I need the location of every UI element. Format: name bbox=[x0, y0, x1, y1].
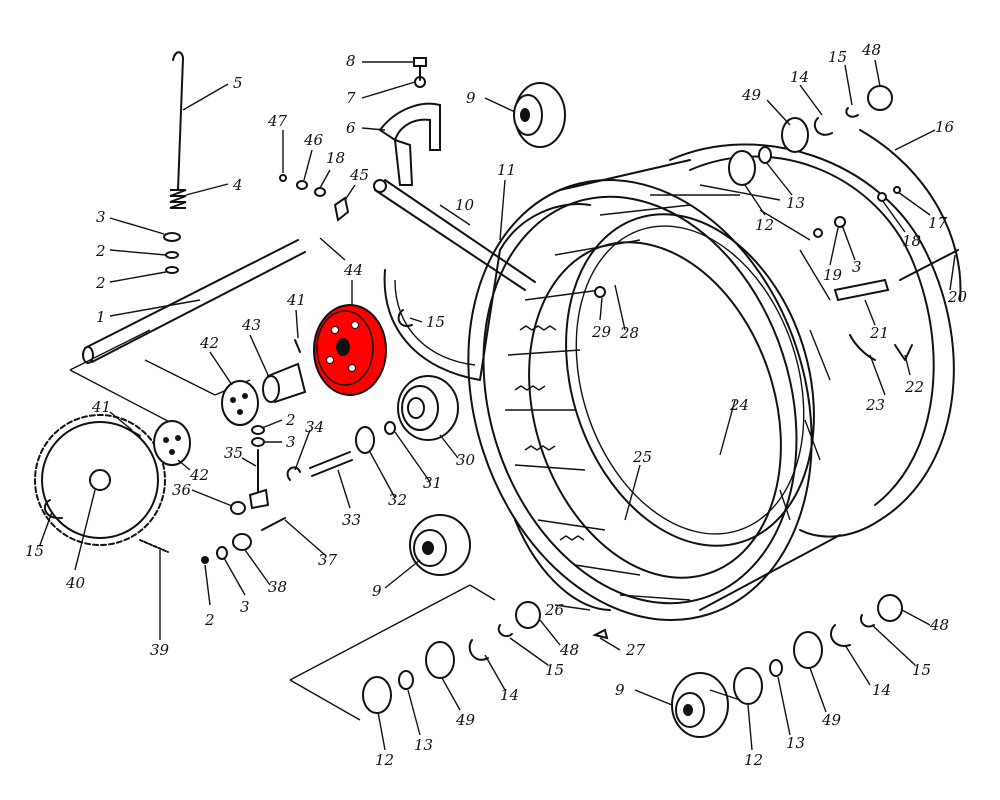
label-19: 19 bbox=[823, 266, 843, 284]
label-9: 9 bbox=[466, 89, 476, 107]
lever-rod-5 bbox=[163, 51, 187, 274]
label-15: 15 bbox=[426, 313, 445, 331]
label-24: 24 bbox=[729, 396, 749, 414]
label-29: 29 bbox=[591, 323, 612, 341]
label-46: 46 bbox=[303, 131, 324, 149]
shaft-33 bbox=[309, 421, 396, 477]
label-14: 14 bbox=[500, 686, 519, 704]
leader-lines bbox=[39, 59, 956, 751]
label-2: 2 bbox=[95, 274, 106, 292]
label-40: 40 bbox=[65, 574, 86, 592]
label-42: 42 bbox=[189, 466, 209, 484]
label-33: 33 bbox=[342, 511, 361, 529]
label-34: 34 bbox=[305, 418, 324, 436]
label-13: 13 bbox=[786, 194, 805, 212]
label-20: 20 bbox=[947, 288, 968, 306]
label-18: 18 bbox=[902, 232, 921, 250]
label-7: 7 bbox=[346, 89, 356, 107]
label-18: 18 bbox=[326, 149, 345, 167]
label-48: 48 bbox=[559, 641, 579, 659]
label-2: 2 bbox=[95, 242, 106, 260]
label-17: 17 bbox=[928, 214, 948, 232]
label-10: 10 bbox=[455, 196, 475, 214]
label-9: 9 bbox=[372, 582, 382, 600]
label-4: 4 bbox=[232, 176, 243, 194]
label-5: 5 bbox=[233, 74, 243, 92]
fork-6 bbox=[378, 57, 441, 186]
label-49: 49 bbox=[455, 711, 476, 729]
label-6: 6 bbox=[346, 119, 356, 137]
label-27: 27 bbox=[625, 641, 646, 659]
label-32: 32 bbox=[388, 491, 407, 509]
pulley-9-bottom bbox=[671, 672, 729, 738]
label-49: 49 bbox=[821, 711, 842, 729]
label-3: 3 bbox=[286, 433, 296, 451]
label-48: 48 bbox=[861, 41, 881, 59]
label-13: 13 bbox=[786, 734, 805, 752]
label-16: 16 bbox=[935, 118, 955, 136]
bearing-42 bbox=[153, 380, 259, 466]
label-15: 15 bbox=[25, 542, 44, 560]
bearing-row-right bbox=[709, 594, 903, 705]
label-39: 39 bbox=[150, 641, 170, 659]
label-38: 38 bbox=[268, 578, 287, 596]
pulley-30 bbox=[397, 375, 459, 441]
label-12: 12 bbox=[755, 216, 774, 234]
label-47: 47 bbox=[267, 112, 288, 130]
label-45: 45 bbox=[349, 166, 369, 184]
bracket-guides bbox=[69, 237, 496, 721]
label-35: 35 bbox=[224, 444, 243, 462]
label-15: 15 bbox=[545, 661, 564, 679]
sleeve-43 bbox=[262, 362, 307, 404]
shaft-1 bbox=[82, 239, 306, 364]
label-36: 36 bbox=[172, 481, 192, 499]
drum-housing bbox=[383, 129, 962, 621]
label-41: 41 bbox=[91, 398, 111, 416]
label-23: 23 bbox=[865, 396, 885, 414]
label-2: 2 bbox=[204, 611, 215, 629]
label-21: 21 bbox=[869, 324, 889, 342]
label-3: 3 bbox=[240, 598, 250, 616]
label-25: 25 bbox=[632, 448, 652, 466]
label-11: 11 bbox=[497, 161, 516, 179]
label-1: 1 bbox=[96, 308, 106, 326]
label-44: 44 bbox=[343, 261, 363, 279]
pulley-9-top bbox=[513, 82, 566, 148]
sprocket-40 bbox=[34, 414, 166, 546]
label-37: 37 bbox=[318, 551, 338, 569]
small-parts bbox=[43, 174, 609, 640]
label-9: 9 bbox=[615, 681, 625, 699]
label-22: 22 bbox=[904, 378, 924, 396]
pulley-44-highlighted[interactable] bbox=[313, 304, 387, 396]
label-49: 49 bbox=[741, 86, 762, 104]
label-41: 41 bbox=[286, 291, 306, 309]
label-48: 48 bbox=[929, 616, 949, 634]
label-14: 14 bbox=[790, 68, 809, 86]
label-12: 12 bbox=[375, 751, 394, 769]
label-43: 43 bbox=[241, 316, 261, 334]
shaft-10 bbox=[373, 179, 536, 291]
label-15: 15 bbox=[828, 48, 847, 66]
label-28: 28 bbox=[619, 324, 639, 342]
label-12: 12 bbox=[744, 751, 763, 769]
label-15: 15 bbox=[912, 661, 931, 679]
bearing-row-left bbox=[362, 601, 541, 714]
pulley-9-middle bbox=[409, 514, 471, 576]
label-3: 3 bbox=[852, 258, 862, 276]
label-31: 31 bbox=[423, 474, 442, 492]
label-2: 2 bbox=[285, 411, 296, 429]
label-13: 13 bbox=[414, 736, 433, 754]
label-8: 8 bbox=[346, 52, 356, 70]
label-42: 42 bbox=[199, 334, 219, 352]
part-labels: 5 4 3 2 2 1 8 7 6 9 47 46 18 45 10 11 44… bbox=[25, 41, 968, 769]
label-30: 30 bbox=[456, 451, 476, 469]
label-26: 26 bbox=[544, 601, 565, 619]
label-3: 3 bbox=[96, 208, 106, 226]
label-14: 14 bbox=[872, 681, 891, 699]
